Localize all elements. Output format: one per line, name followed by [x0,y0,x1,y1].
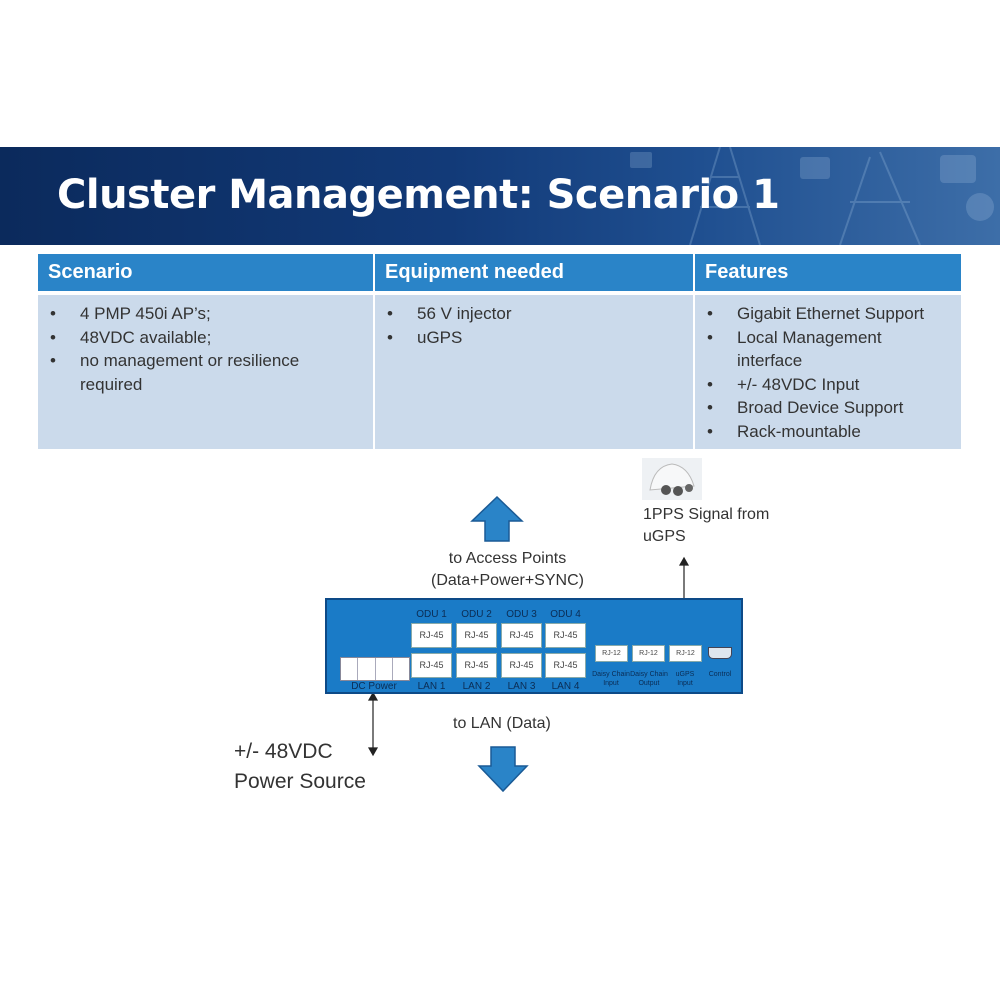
odu-label: ODU 4 [550,609,581,620]
list-item: 56 V injector [383,302,683,326]
dc-power-terminal [340,657,410,681]
lan-label: LAN 3 [507,681,536,692]
list-item: Broad Device Support [703,396,951,420]
rj45-port-odu1: RJ-45 [411,623,452,648]
header-features: Features [694,254,961,295]
header-scenario: Scenario [38,254,375,295]
rj45-port-odu4: RJ-45 [545,623,586,648]
list-item: Gigabit Ethernet Support [703,302,951,326]
odu-label: ODU 2 [461,609,492,620]
cell-features: Gigabit Ethernet Support Local Managemen… [694,293,961,449]
ugps-caption: 1PPS Signal from uGPS [643,506,770,545]
list-item: +/- 48VDC Input [703,373,951,397]
header-equipment: Equipment needed [374,254,695,295]
down-arrow-icon [477,746,529,793]
list-item: 48VDC available; [46,326,363,350]
control-label: Control [708,671,732,678]
tower-photo-background [630,147,994,245]
dc-power-label: DC Power [351,681,397,692]
rj45-port-odu2: RJ-45 [456,623,497,648]
list-item: 4 PMP 450i AP’s; [46,302,363,326]
power-connector-line [367,691,379,757]
lan-label: LAN 4 [551,681,580,692]
lan-label: LAN 2 [462,681,491,692]
rj45-port-lan1: RJ-45 [411,653,452,678]
cell-scenario: 4 PMP 450i AP’s; 48VDC available; no man… [38,293,375,449]
odu-label: ODU 1 [416,609,447,620]
rj45-port-lan4: RJ-45 [545,653,586,678]
lan-label: LAN 1 [417,681,446,692]
rj45-port-odu3: RJ-45 [501,623,542,648]
access-points-caption: to Access Points (Data+Power+SYNC) [431,550,584,589]
rj45-port-lan3: RJ-45 [501,653,542,678]
power-source-caption: +/- 48VDC Power Source [234,740,366,793]
scenario-table: Scenario Equipment needed Features 4 PMP… [38,254,961,449]
control-port [708,647,732,659]
cell-equipment: 56 V injector uGPS [374,293,695,449]
up-arrow-icon [470,495,524,542]
list-item: no management or resilience required [46,349,363,396]
rj12-port-daisy-in: RJ-12 [595,645,628,662]
title-banner [0,147,1000,245]
rj45-port-lan2: RJ-45 [456,653,497,678]
odu-label: ODU 3 [506,609,537,620]
ugps-device-image [642,458,702,500]
list-item: Local Management interface [703,326,951,373]
list-item: Rack-mountable [703,420,951,444]
rj12-port-daisy-out: RJ-12 [632,645,665,662]
cluster-management-unit: DC Power ODU 1 ODU 2 ODU 3 ODU 4 RJ-45 R… [325,598,743,694]
lan-caption: to LAN (Data) [453,715,551,732]
rj12-port-ugps-in: RJ-12 [669,645,702,662]
list-item: uGPS [383,326,683,350]
page-title: Cluster Management: Scenario 1 [57,172,780,218]
